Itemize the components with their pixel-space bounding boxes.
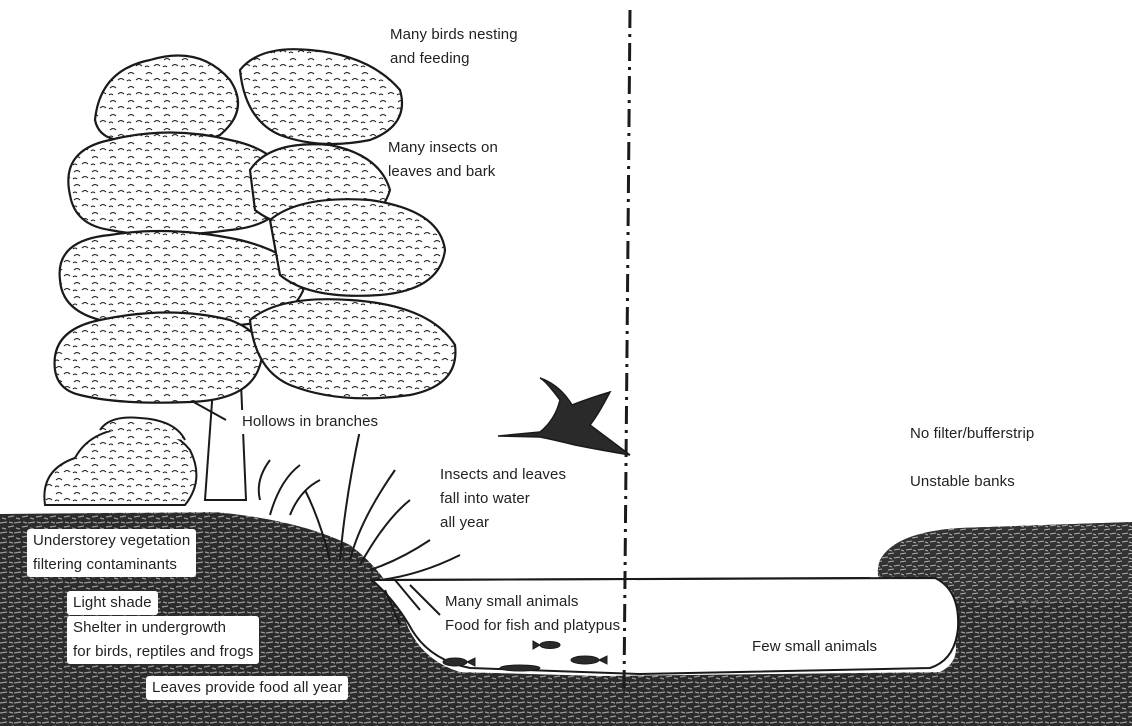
label-unstable-banks: Unstable banks bbox=[910, 470, 1015, 494]
shrub-icon bbox=[44, 418, 196, 506]
label-birds: Many birds nesting and feeding bbox=[390, 23, 518, 71]
label-insects-leaves-bark: Many insects on leaves and bark bbox=[388, 136, 498, 184]
label-understorey: Understorey vegetation filtering contami… bbox=[27, 529, 196, 577]
label-light-shade: Light shade bbox=[67, 591, 158, 615]
label-leaves-food: Leaves provide food all year bbox=[146, 676, 348, 700]
label-few-small-animals: Few small animals bbox=[752, 635, 877, 659]
heron-icon bbox=[498, 378, 630, 455]
label-no-filter: No filter/bufferstrip bbox=[910, 422, 1034, 446]
label-shelter: Shelter in undergrowth for birds, reptil… bbox=[67, 616, 259, 664]
label-many-small-animals: Many small animals Food for fish and pla… bbox=[445, 590, 620, 638]
label-insects-fall: Insects and leaves fall into water all y… bbox=[440, 463, 566, 535]
label-hollows: Hollows in branches bbox=[236, 410, 384, 434]
